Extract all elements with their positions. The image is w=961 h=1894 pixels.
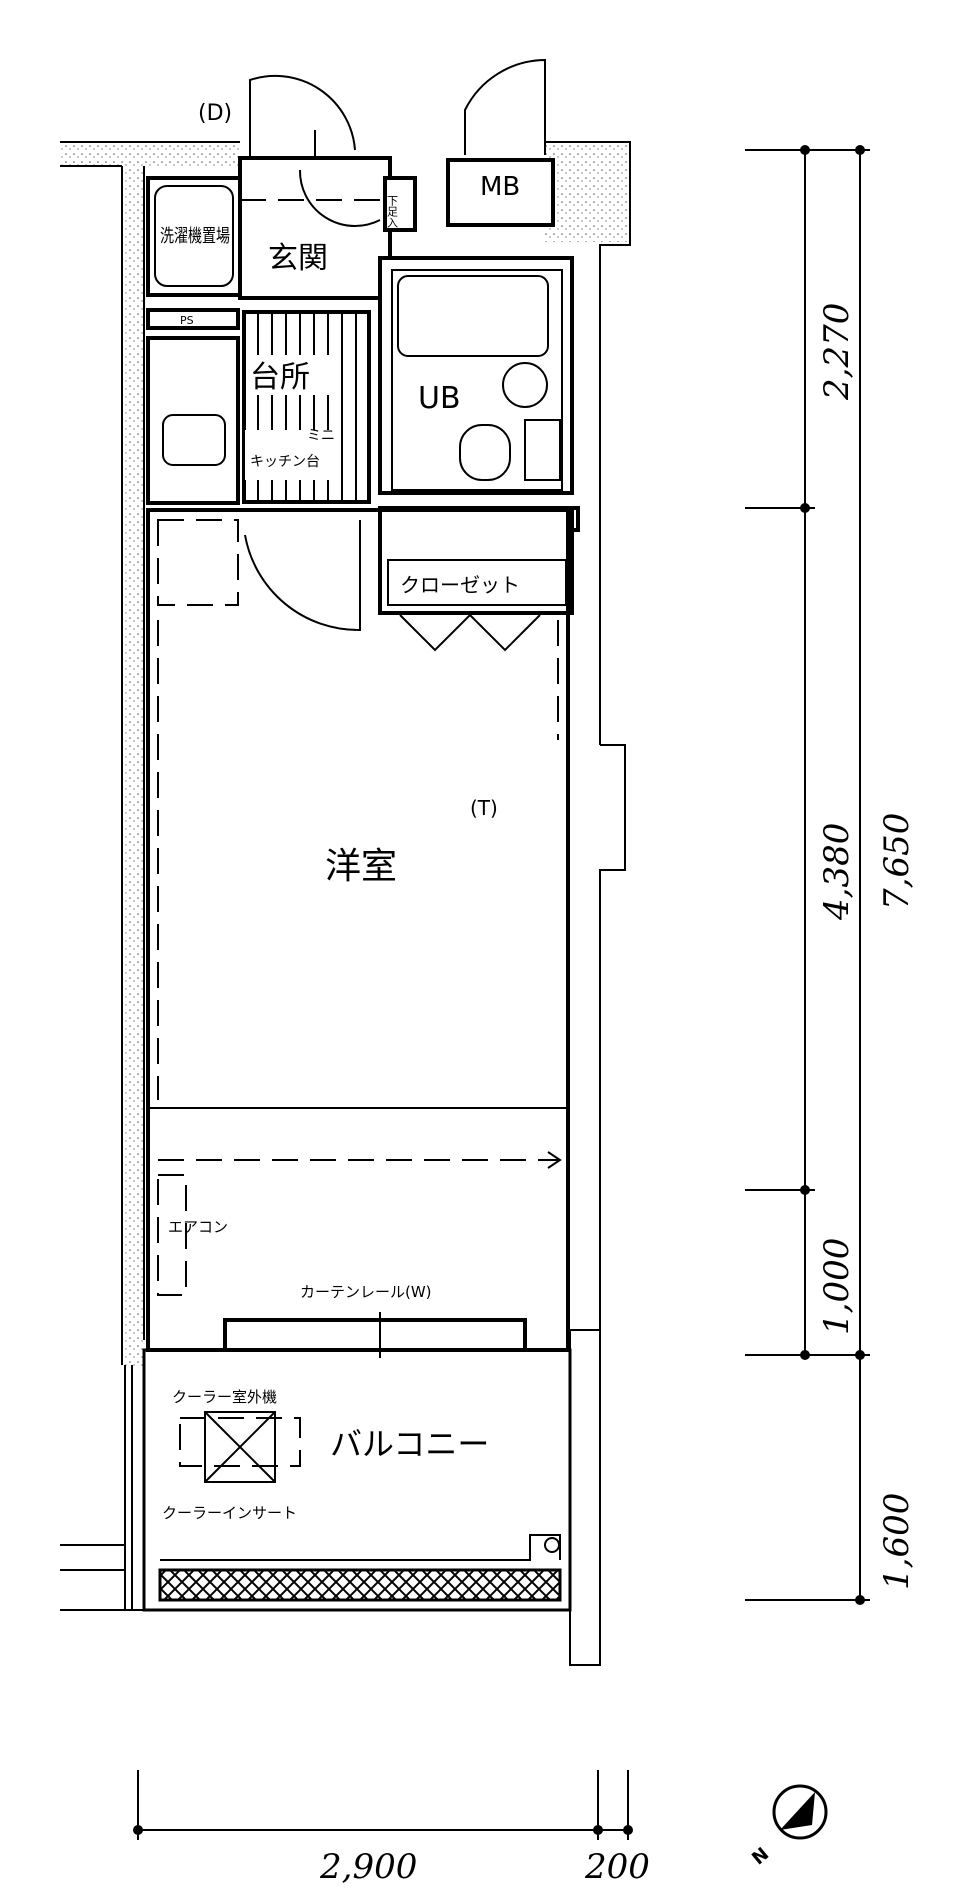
balcony-window (223, 1318, 527, 1352)
mini-kitchen-label-2: キッチン台 (250, 454, 320, 470)
corridor-wall-left (60, 142, 240, 166)
laundry-area (146, 176, 242, 297)
balcony (142, 1348, 572, 1612)
cooler-insert-label: クーラーインサート (162, 1504, 297, 1522)
left-wall (122, 166, 144, 1366)
air-conditioner-label: エアコン (168, 1218, 228, 1236)
western-room-label: 洋室 (325, 846, 397, 887)
corridor-wall-right (545, 142, 630, 242)
horizontal-dimensions (133, 1770, 633, 1840)
sink (162, 414, 226, 466)
dim-horizontal-1: 2,900 (319, 1847, 417, 1887)
entrance-label: 玄関 (268, 241, 328, 276)
unit-bath (378, 256, 574, 495)
meter-box (446, 58, 555, 227)
dim-vertical-2: 4,380 (817, 823, 857, 921)
pipe-space-1 (146, 308, 240, 330)
entrance-room (238, 156, 392, 300)
vertical-dimensions (745, 145, 870, 1605)
dim-total: 7,650 (877, 813, 917, 910)
outdoor-unit-label: クーラー室外機 (172, 1388, 277, 1406)
kitchen-label: 台所 (250, 360, 310, 395)
pipe-space-1-label: PS (180, 314, 194, 327)
balcony-label: バルコニー (330, 1425, 489, 1463)
washbasin (502, 362, 548, 408)
door-marker-label: (D) (198, 101, 232, 126)
kitchen-floor (242, 310, 371, 504)
mini-kitchen-label-1: ミニ (307, 428, 335, 444)
compass-letter: N (748, 1844, 773, 1870)
phone-marker-label: (T) (470, 796, 498, 820)
toilet (459, 424, 511, 481)
dim-vertical-4: 1,600 (877, 1493, 917, 1590)
shoe-storage (383, 176, 417, 232)
closet-label: クローゼット (400, 573, 520, 597)
closet-doors (399, 613, 541, 652)
bathtub (397, 275, 549, 357)
laundry-label: 洗濯機置場 (160, 226, 230, 247)
unit-bath-label: UB (418, 381, 461, 416)
balcony-railing (158, 1568, 562, 1602)
dim-horizontal-2: 200 (584, 1847, 650, 1887)
outdoor-unit (179, 1417, 301, 1467)
curtain-rail-label: カーテンレール(W) (300, 1283, 432, 1301)
meter-box-label: MB (480, 172, 520, 202)
compass-icon (772, 1784, 828, 1840)
room-door (244, 520, 361, 632)
air-conditioner (157, 1174, 187, 1296)
dim-vertical-1: 2,270 (817, 303, 857, 401)
entrance-door (249, 74, 356, 165)
shoe-storage-label: 下足入 (386, 195, 399, 228)
dim-vertical-3: 1,000 (817, 1238, 857, 1335)
